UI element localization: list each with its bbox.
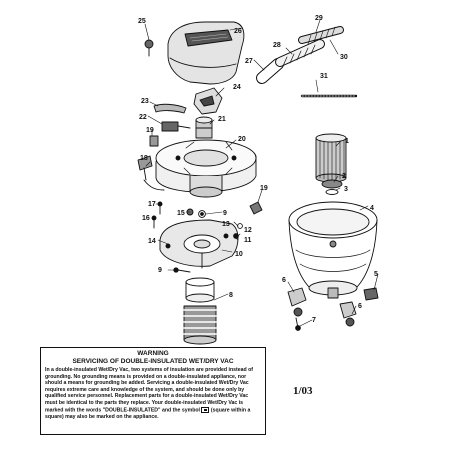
double-insulated-symbol-icon xyxy=(201,406,210,413)
callout-30: 30 xyxy=(340,54,348,61)
collection-drum xyxy=(288,201,378,299)
callout-9-lower: 9 xyxy=(158,267,162,274)
callout-29: 29 xyxy=(315,15,323,22)
callout-20: 20 xyxy=(238,136,246,143)
lead-bracket xyxy=(137,155,153,181)
callout-24: 24 xyxy=(233,84,241,91)
revision-date: 1/03 xyxy=(293,385,313,397)
hose-assembly xyxy=(256,26,344,84)
callout-17: 17 xyxy=(148,201,156,208)
callout-28: 28 xyxy=(273,42,281,49)
warning-body-text: In a double-insulated Wet/Dry Vac, two s… xyxy=(45,367,254,413)
screw-lower xyxy=(173,267,191,273)
callout-19-lower: 19 xyxy=(260,185,268,192)
callout-26: 26 xyxy=(234,28,242,35)
callout-14: 14 xyxy=(148,238,156,245)
switch-parts xyxy=(149,103,191,147)
callout-23: 23 xyxy=(141,98,149,105)
warning-subtitle: SERVICING OF DOUBLE-INSULATED WET/DRY VA… xyxy=(72,358,234,365)
callout-25: 25 xyxy=(138,18,146,25)
float-cage xyxy=(183,277,217,345)
small-fasteners xyxy=(233,201,263,239)
caster-left xyxy=(287,287,307,331)
callout-10: 10 xyxy=(235,251,243,258)
filter-nut xyxy=(321,179,343,195)
warning-body-text-end: (square within a square) may also be mar… xyxy=(45,406,251,420)
callout-7: 7 xyxy=(312,317,316,324)
callout-2: 2 xyxy=(342,173,346,180)
callout-15: 15 xyxy=(177,210,185,217)
motor-assembly xyxy=(143,139,257,198)
callout-6-left: 6 xyxy=(282,277,286,284)
switch-housing xyxy=(193,87,223,115)
callout-9-upper: 9 xyxy=(223,210,227,217)
callout-8: 8 xyxy=(229,292,233,299)
callout-11: 11 xyxy=(244,237,252,244)
callout-4: 4 xyxy=(370,205,374,212)
callout-16: 16 xyxy=(142,215,150,222)
cover-screw xyxy=(144,39,154,57)
callout-3: 3 xyxy=(344,186,348,193)
callout-5: 5 xyxy=(374,271,378,278)
leader-lines xyxy=(144,19,379,327)
callout-6-right: 6 xyxy=(358,303,362,310)
callout-12: 12 xyxy=(244,227,252,234)
warning-body: In a double-insulated Wet/Dry Vac, two s… xyxy=(45,367,261,420)
motor-coupler xyxy=(195,116,213,139)
callout-18: 18 xyxy=(140,155,148,162)
callout-31: 31 xyxy=(320,73,328,80)
caster-right xyxy=(339,301,357,327)
callout-22: 22 xyxy=(139,114,147,121)
callout-1: 1 xyxy=(345,138,349,145)
warning-title: WARNING xyxy=(137,350,169,357)
callout-19-upper: 19 xyxy=(146,127,154,134)
motor-cover xyxy=(167,21,245,85)
drain-cap xyxy=(363,287,379,301)
mounting-plate xyxy=(159,219,239,269)
callout-21: 21 xyxy=(218,116,226,123)
callout-13: 13 xyxy=(222,221,230,228)
warning-notice: WARNING SERVICING OF DOUBLE-INSULATED WE… xyxy=(40,347,266,435)
cartridge-filter xyxy=(315,133,347,183)
callout-labels: 25 26 29 28 27 30 31 24 23 22 21 19 20 1… xyxy=(138,15,378,324)
callout-27: 27 xyxy=(245,58,253,65)
